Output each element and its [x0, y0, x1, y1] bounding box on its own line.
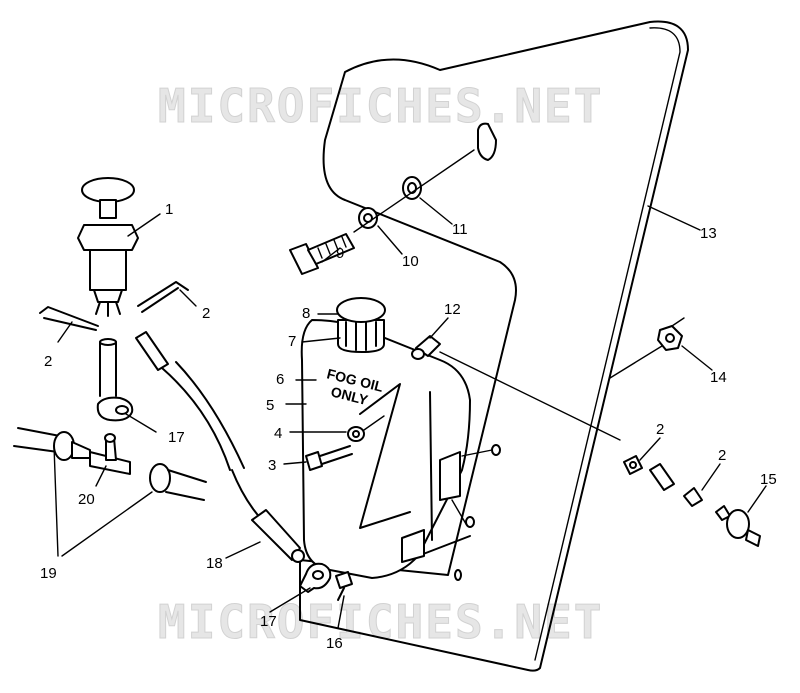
nut: [609, 317, 685, 379]
callout-11: 11: [452, 221, 468, 238]
callout-6: 6: [276, 371, 284, 388]
primer-pump: [77, 177, 139, 317]
callout-19: 19: [40, 565, 57, 582]
grommet-small: [683, 487, 703, 507]
connector-hose: [135, 331, 245, 471]
callout-15: 15: [760, 471, 777, 488]
bolt: [289, 233, 355, 275]
callout-2-pump-left: 2: [44, 353, 52, 370]
check-valve: [715, 505, 761, 547]
hose-clamp: [299, 562, 332, 593]
leader-lines: [53, 197, 767, 629]
callout-5: 5: [266, 397, 274, 414]
washer: [347, 415, 385, 442]
callout-16: 16: [326, 635, 343, 652]
oil-tank: [300, 319, 501, 579]
callout-3: 3: [268, 457, 276, 474]
tube-spacer: [649, 463, 675, 491]
elbow-hose-right: [137, 281, 189, 313]
washer-small: [358, 207, 378, 229]
callout-7: 7: [288, 333, 296, 350]
callout-17-lower: 17: [260, 613, 277, 630]
callout-20: 20: [78, 491, 95, 508]
callout-9: 9: [336, 245, 344, 262]
callout-4: 4: [274, 425, 282, 442]
bolt-axis-line: [353, 149, 475, 233]
callout-14: 14: [710, 369, 727, 386]
callout-18: 18: [206, 555, 223, 572]
fitting-axis-line: [439, 351, 621, 441]
watermark-bottom: MICROFICHES.NET: [158, 595, 603, 649]
watermark-top: MICROFICHES.NET: [158, 79, 603, 133]
callout-2-grommet: 2: [656, 421, 664, 438]
drain-fitting: [335, 571, 353, 601]
callout-17-upper: 17: [168, 429, 185, 446]
callout-13: 13: [700, 225, 717, 242]
vent-fitting: [411, 335, 441, 360]
callout-2-pump-right: 2: [202, 305, 210, 322]
callout-2-grommet-small: 2: [718, 447, 726, 464]
callout-10: 10: [402, 253, 419, 270]
callout-numbers: 1 2 2 2 2 3 4 5 6 7 8 9 10 11 12 13 14 1…: [40, 201, 777, 652]
tank-hose: [231, 469, 305, 563]
panel-slot: [477, 122, 497, 161]
grommet: [623, 455, 643, 475]
callout-1: 1: [165, 201, 173, 218]
mounting-panel: [299, 20, 689, 672]
pump-tube: [96, 338, 134, 422]
fuel-line: [13, 427, 207, 501]
callout-8: 8: [302, 305, 310, 322]
screw: [305, 445, 353, 471]
tank-cap: [336, 297, 386, 353]
callout-12: 12: [444, 301, 461, 318]
